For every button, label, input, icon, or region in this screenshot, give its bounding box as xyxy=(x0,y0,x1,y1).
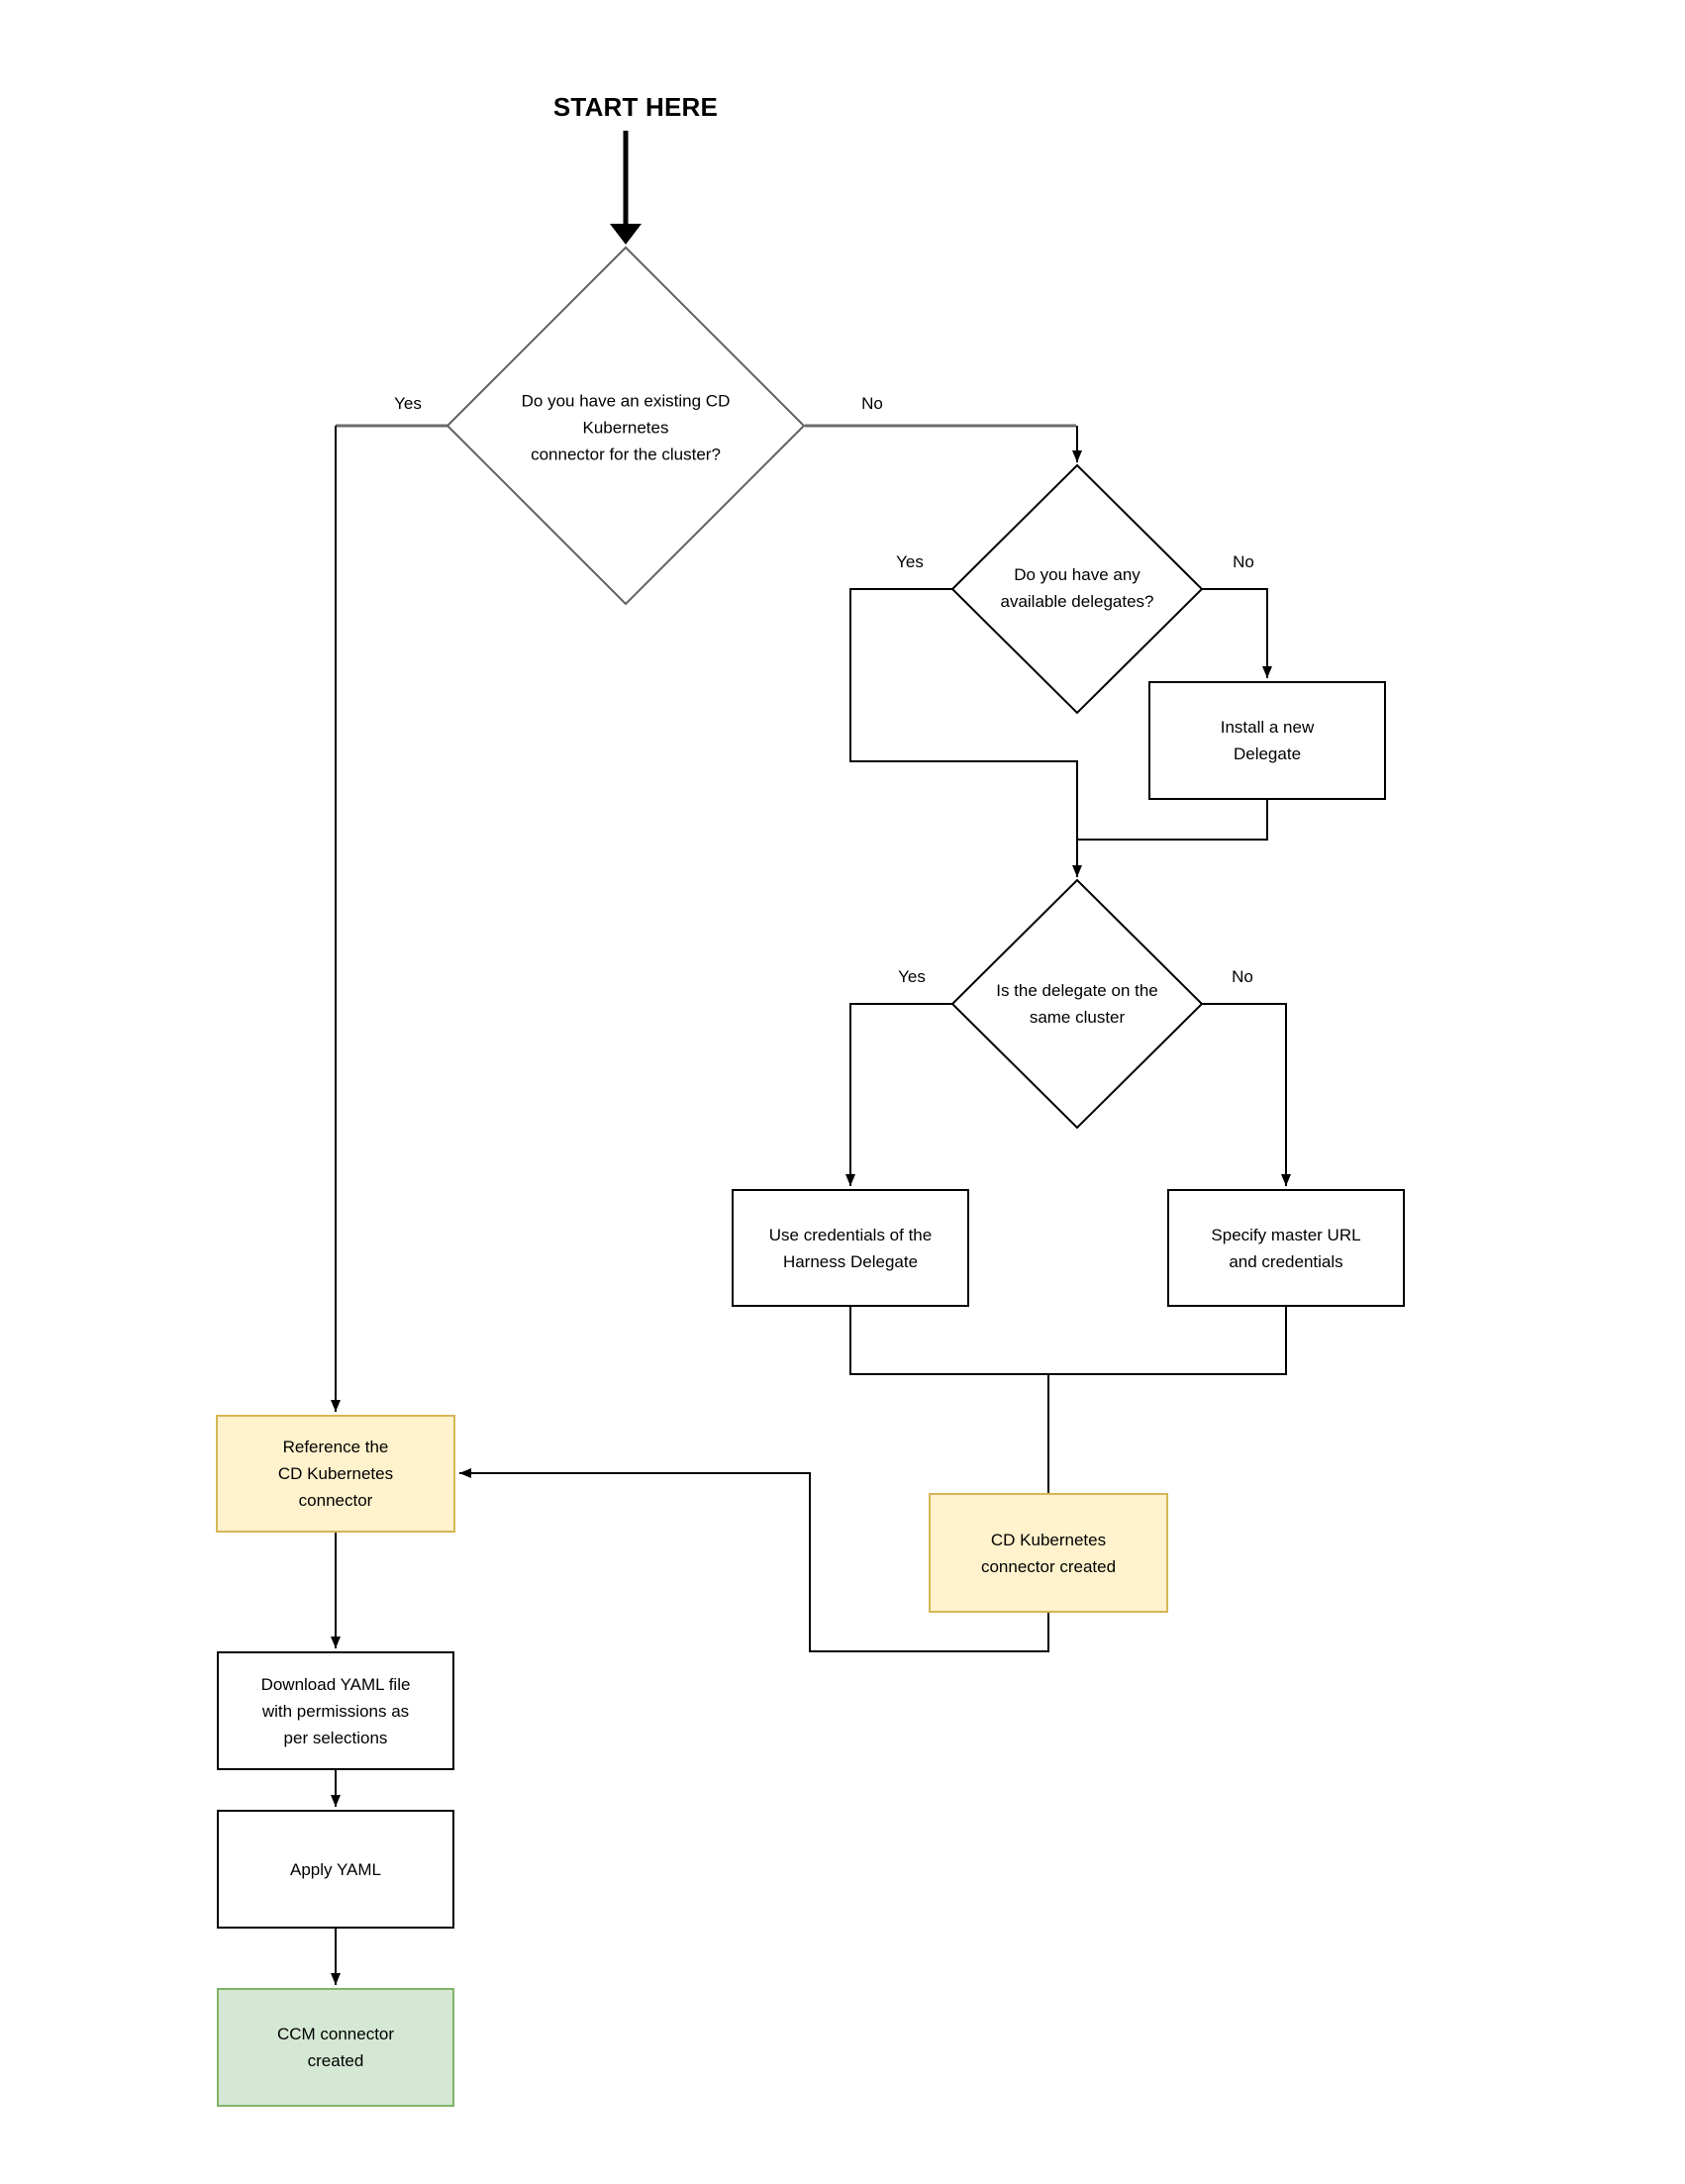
edge-label-cluster-no: No xyxy=(1232,967,1253,986)
decision-available-delegates-shape xyxy=(950,463,1204,715)
edge-label-existing-no: No xyxy=(861,394,883,413)
start-arrowhead xyxy=(610,224,642,245)
decision-same-cluster-shape xyxy=(950,878,1204,1130)
cd-connector-created-box: CD Kubernetes connector created xyxy=(929,1493,1168,1613)
edge-cluster-yes xyxy=(845,1003,952,1186)
start-here-title: START HERE xyxy=(552,92,719,122)
edge-label-existing-yes: Yes xyxy=(394,394,422,413)
decision-same-cluster-label: Is the delegate on the same cluster xyxy=(996,981,1158,1027)
edge-cd-to-reference xyxy=(459,1468,1049,1652)
download-yaml-box: Download YAML file with permissions as p… xyxy=(217,1651,454,1770)
edge-label-delegates-yes: Yes xyxy=(896,552,924,571)
edge-cluster-no xyxy=(1202,1003,1291,1186)
decision-existing-connector-shape xyxy=(446,246,806,606)
edge-label-delegates-no: No xyxy=(1233,552,1254,571)
edge-delegates-no xyxy=(1202,588,1272,678)
edge-install-out xyxy=(1076,800,1268,841)
install-delegate-box: Install a new Delegate xyxy=(1148,681,1386,800)
edge-merge xyxy=(849,1307,1287,1375)
edge-label-cluster-yes: Yes xyxy=(898,967,926,986)
decision-existing-connector-label: Do you have an existing CD Kubernetes co… xyxy=(521,391,731,464)
apply-yaml-box: Apply YAML xyxy=(217,1810,454,1929)
decision-available-delegates-label: Do you have any available delegates? xyxy=(1000,565,1154,611)
specify-master-url-box: Specify master URL and credentials xyxy=(1167,1189,1405,1307)
reference-connector-box: Reference the CD Kubernetes connector xyxy=(216,1415,455,1533)
edge-delegates-yes xyxy=(849,588,1082,877)
ccm-connector-created-box: CCM connector created xyxy=(217,1988,454,2107)
use-credentials-box: Use credentials of the Harness Delegate xyxy=(732,1189,969,1307)
